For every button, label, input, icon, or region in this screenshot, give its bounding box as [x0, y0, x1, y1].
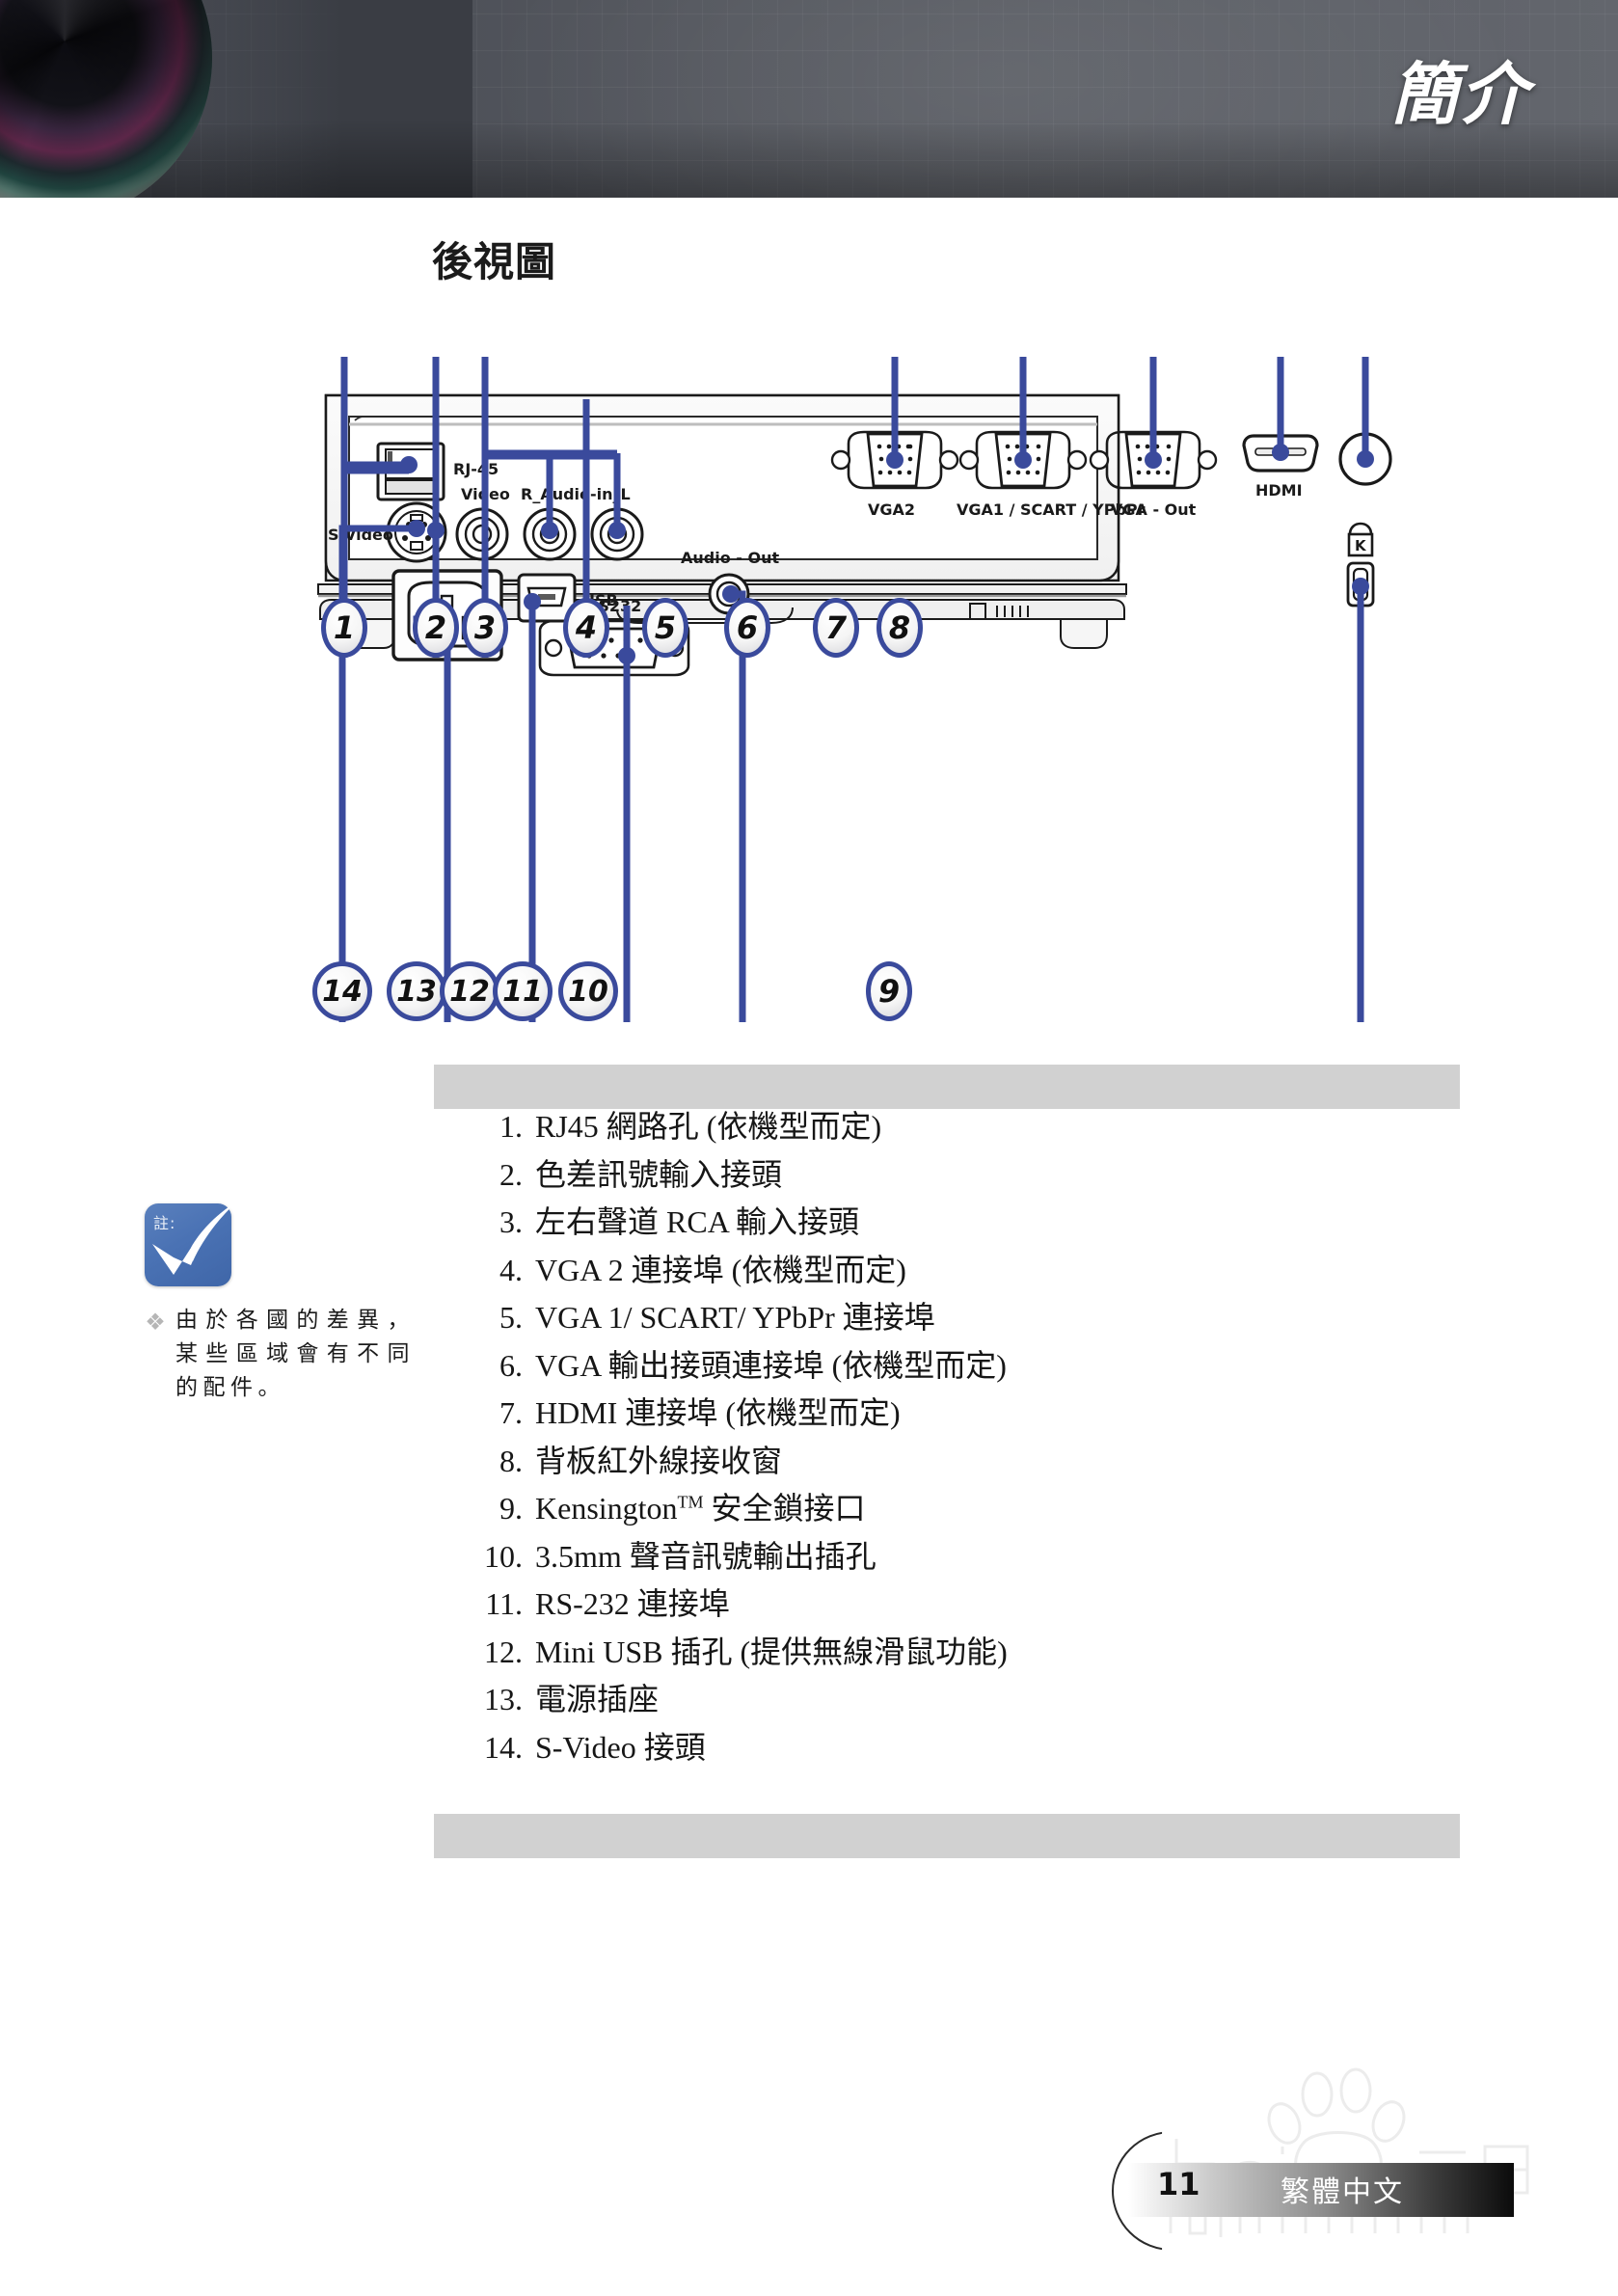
callout-marker-11: 11 [493, 961, 553, 1021]
port-description-list: 1. RJ45 網路孔 (依機型而定) 2. 色差訊號輸入接頭 3. 左右聲道 RCA 輸… [434, 1111, 1475, 1779]
list-item-number: 9. [499, 1491, 523, 1526]
list-item-number: 2. [499, 1156, 523, 1192]
svg-text:VGA2: VGA2 [868, 500, 915, 519]
list-item: 2. 色差訊號輸入接頭 [434, 1159, 1475, 1190]
list-item-number: 3. [499, 1204, 523, 1239]
list-bottom-divider-bar [434, 1814, 1460, 1858]
callout-marker-12: 12 [440, 961, 499, 1021]
list-item-text: Mini USB 插孔 (提供無線滑鼠功能) [535, 1634, 1008, 1669]
callout-marker-5: 5 [642, 598, 688, 658]
list-item-text: VGA 輸出接頭連接埠 (依機型而定) [535, 1347, 1007, 1383]
list-item-text: HDMI 連接埠 (依機型而定) [535, 1395, 901, 1430]
svg-text:K: K [1355, 537, 1367, 554]
list-item-number: 12. [484, 1634, 523, 1669]
list-item-number: 4. [499, 1252, 523, 1287]
callout-number: 1 [333, 609, 356, 646]
callout-number: 8 [888, 609, 911, 646]
list-item-number: 8. [499, 1443, 523, 1478]
list-item-number: 1. [499, 1109, 523, 1144]
callout-number: 7 [824, 609, 848, 646]
list-item: 9. KensingtonTM 安全鎖接口 [434, 1493, 1475, 1524]
callout-number: 3 [473, 609, 497, 646]
callout-number: 4 [575, 609, 598, 646]
list-item: 13. 電源插座 [434, 1684, 1475, 1715]
list-item-text: 背板紅外線接收窗 [535, 1443, 783, 1478]
list-item: 1. RJ45 網路孔 (依機型而定) [434, 1111, 1475, 1142]
callout-marker-4: 4 [563, 598, 609, 658]
list-item-number: 7. [499, 1395, 523, 1430]
svg-text:HDMI: HDMI [1255, 481, 1303, 500]
list-item-text: RS-232 連接埠 [535, 1586, 730, 1621]
callout-number: 14 [322, 974, 363, 1009]
list-item-text: 3.5mm 聲音訊號輸出插孔 [535, 1538, 876, 1574]
header-vignette [0, 0, 1618, 198]
callout-marker-10: 10 [558, 961, 618, 1021]
list-item-text: RJ45 網路孔 (依機型而定) [535, 1109, 882, 1144]
list-item: 6. VGA 輸出接頭連接埠 (依機型而定) [434, 1350, 1475, 1381]
list-item-number: 5. [499, 1300, 523, 1335]
list-item: 11. RS-232 連接埠 [434, 1588, 1475, 1619]
callout-number: 5 [654, 609, 677, 646]
callout-marker-8: 8 [876, 598, 923, 658]
svg-text:VGA - Out: VGA - Out [1111, 500, 1197, 519]
callout-marker-7: 7 [813, 598, 859, 658]
list-item: 14. S-Video 接頭 [434, 1732, 1475, 1763]
note-text: 由於各國的差異，某些區域會有不同的配件。 [175, 1308, 415, 1400]
list-item-number: 13. [484, 1682, 523, 1716]
chapter-title: 簡介 [1390, 55, 1529, 134]
list-item: 4. VGA 2 連接埠 (依機型而定) [434, 1255, 1475, 1285]
callout-number: 6 [736, 609, 759, 646]
list-item: 10. 3.5mm 聲音訊號輸出插孔 [434, 1541, 1475, 1572]
list-item: 8. 背板紅外線接收窗 [434, 1445, 1475, 1476]
page-header-banner: 簡介 [0, 0, 1618, 198]
note-check-icon: 註: [145, 1202, 237, 1286]
list-item-text: KensingtonTM 安全鎖接口 [535, 1491, 866, 1526]
section-heading: 後視圖 [432, 238, 557, 285]
note-bullet-icon: ❖ [145, 1310, 166, 1336]
list-item-text: VGA 1/ SCART/ YPbPr 連接埠 [535, 1300, 935, 1335]
callout-marker-3: 3 [462, 598, 508, 658]
callout-number: 2 [424, 609, 447, 646]
lens-fade-mask [183, 0, 472, 198]
list-item-number: 14. [484, 1729, 523, 1765]
callout-marker-6: 6 [724, 598, 770, 658]
list-item: 7. HDMI 連接埠 (依機型而定) [434, 1397, 1475, 1428]
list-item-text: VGA 2 連接埠 (依機型而定) [535, 1252, 906, 1287]
svg-text:VGA1 / SCART / YPbPr: VGA1 / SCART / YPbPr [957, 500, 1146, 519]
callout-number: 9 [877, 973, 901, 1010]
list-item: 12. Mini USB 插孔 (提供無線滑鼠功能) [434, 1636, 1475, 1667]
svg-text:RJ-45: RJ-45 [453, 460, 499, 478]
callout-number: 12 [449, 974, 490, 1009]
list-item-text: 色差訊號輸入接頭 [535, 1156, 783, 1192]
callout-number: 11 [502, 974, 543, 1009]
callout-marker-13: 13 [387, 961, 446, 1021]
callout-number: 13 [396, 974, 437, 1009]
list-item-number: 10. [484, 1538, 523, 1574]
baidu-watermark [1147, 2064, 1562, 2247]
list-item-text: 左右聲道 RCA 輸入接頭 [535, 1204, 860, 1239]
note-label: 註: [153, 1214, 176, 1232]
note-callout: 註: ❖ 由於各國的差異，某些區域會有不同的配件。 [135, 1202, 415, 1405]
callout-marker-14: 14 [312, 961, 372, 1021]
trademark-symbol: TM [677, 1492, 704, 1512]
list-item-text: 電源插座 [535, 1682, 660, 1716]
footer-gradient-bar [1128, 2163, 1514, 2217]
list-item-number: 6. [499, 1347, 523, 1383]
svg-text:Audio - Out: Audio - Out [681, 549, 779, 567]
page-number: 11 [1157, 2166, 1200, 2202]
callout-marker-1: 1 [321, 598, 367, 658]
callout-number: 10 [568, 974, 608, 1009]
callout-marker-2: 2 [413, 598, 459, 658]
list-item: 3. 左右聲道 RCA 輸入接頭 [434, 1206, 1475, 1237]
list-item-text: S-Video 接頭 [535, 1729, 706, 1765]
list-item-number: 11. [485, 1586, 523, 1621]
list-top-divider-bar [434, 1065, 1460, 1109]
callout-marker-9: 9 [866, 961, 912, 1021]
list-item: 5. VGA 1/ SCART/ YPbPr 連接埠 [434, 1302, 1475, 1333]
rear-view-diagram: RJ-45 S-Video Video R_Audio-in_L [0, 357, 1618, 1061]
footer-language-label: 繁體中文 [1281, 2175, 1404, 2209]
